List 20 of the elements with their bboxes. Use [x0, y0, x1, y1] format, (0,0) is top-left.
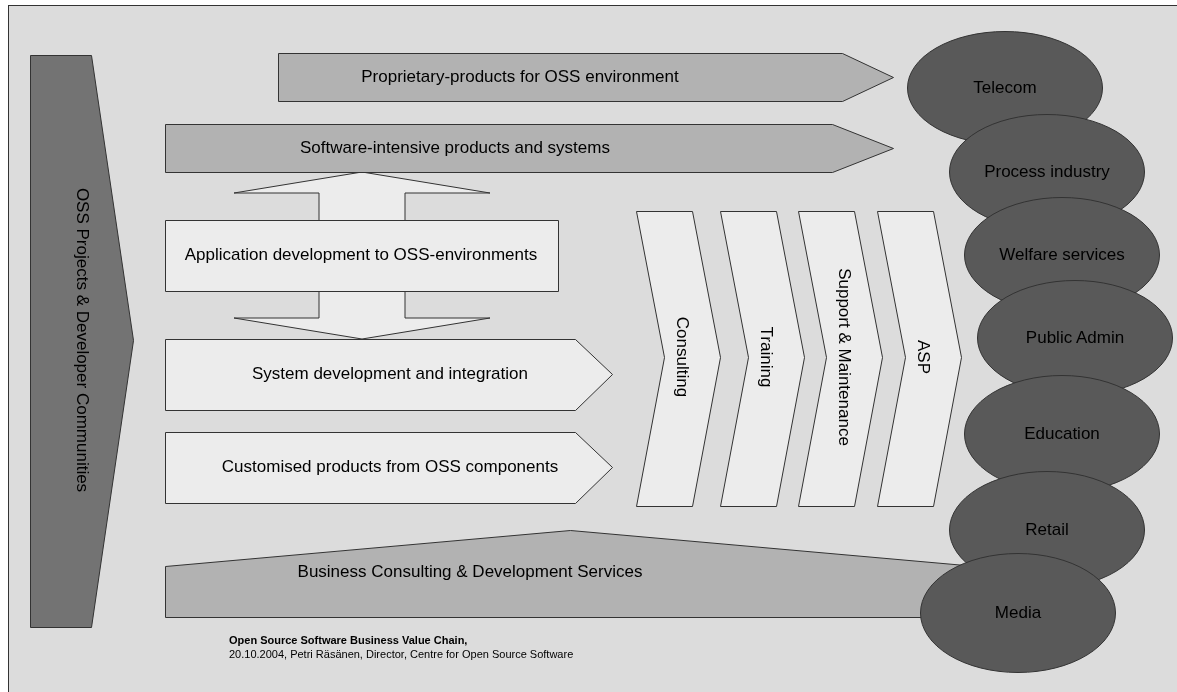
node-label: Retail — [1024, 520, 1070, 540]
node-label: Business Consulting & Development Services — [296, 562, 644, 582]
node-label: Customised products from OSS components — [220, 457, 560, 477]
node-label: Support & Maintenance — [834, 268, 854, 446]
node-label: Process industry — [983, 162, 1111, 182]
node-label: Software-intensive products and systems — [299, 138, 611, 158]
node-label: System development and integration — [251, 364, 529, 384]
node-label: Training — [756, 326, 776, 388]
node-label: Media — [993, 603, 1043, 623]
node-label: Public Admin — [1024, 328, 1126, 348]
node-label: Proprietary-products for OSS environment — [360, 67, 680, 87]
node-label: Education — [1023, 424, 1101, 444]
node-label: Welfare services — [998, 245, 1126, 265]
node-label: OSS Projects & Developer Communities — [72, 187, 92, 493]
node-label: Consulting — [672, 316, 692, 398]
caption: Open Source Software Business Value Chain, — [229, 633, 468, 647]
node-label: Application development to OSS-environments — [183, 245, 539, 265]
node-label: Telecom — [972, 78, 1038, 98]
node-label: ASP — [913, 340, 933, 374]
credit-note: 20.10.2004, Petri Räsänen, Director, Centre for Open Source Software — [229, 647, 574, 661]
